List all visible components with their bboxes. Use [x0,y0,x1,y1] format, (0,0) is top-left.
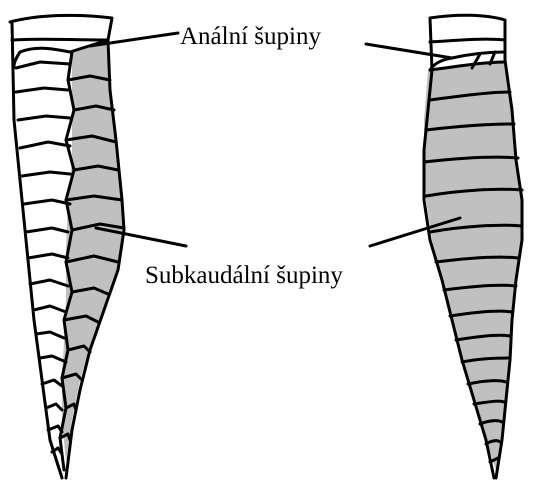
leader-lines [90,33,460,246]
subcaudal-scales-label: Subkaudální šupiny [145,262,343,289]
right-tail [424,15,522,478]
left-tail [10,15,124,478]
anal-scales-label: Anální šupiny [180,23,321,50]
anal-leader-right [366,44,452,58]
